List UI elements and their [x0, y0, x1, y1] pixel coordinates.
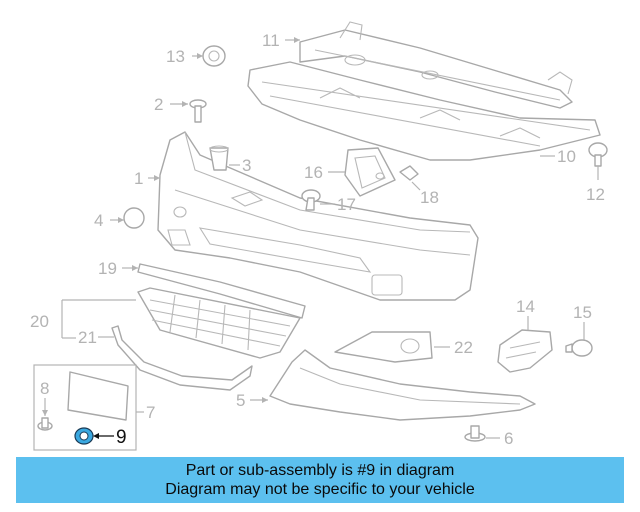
callout-9-highlighted: 9 [116, 427, 127, 448]
part-19-strip[interactable] [137, 263, 306, 319]
callout-5: 5 [236, 391, 245, 410]
callout-7: 7 [146, 403, 155, 422]
callout-22: 22 [454, 338, 473, 357]
part-3-retainer[interactable] [209, 145, 229, 171]
part-11-reinforcement-bar[interactable] [299, 21, 573, 109]
callout-labels: 11 13 2 3 1 4 16 17 18 10 12 19 20 21 22… [30, 31, 605, 448]
part-1-bumper-cover[interactable] [157, 131, 479, 301]
part-12-clip[interactable] [588, 142, 608, 167]
part-10-energy-absorber[interactable] [247, 61, 601, 161]
part-14-bracket[interactable] [497, 329, 553, 373]
leader-arrowheads [42, 37, 300, 439]
part-9-nut-highlighted[interactable] [74, 427, 94, 445]
callout-6: 6 [504, 429, 513, 448]
callout-15: 15 [573, 303, 592, 322]
callout-14: 14 [516, 297, 535, 316]
info-banner: Part or sub-assembly is #9 in diagram Di… [16, 457, 624, 503]
callout-12: 12 [586, 185, 605, 204]
part-4-cap[interactable] [123, 207, 145, 229]
part-5-spoiler[interactable] [269, 349, 536, 421]
part-2-clip[interactable] [189, 99, 207, 123]
part-22-trim[interactable] [334, 331, 433, 363]
callout-10: 10 [557, 147, 576, 166]
callout-13: 13 [166, 47, 185, 66]
callout-8: 8 [40, 379, 49, 398]
exploded-parts-diagram: 11 13 2 3 1 4 16 17 18 10 12 19 20 21 22… [30, 21, 608, 451]
callout-1: 1 [134, 169, 143, 188]
callout-17: 17 [337, 195, 356, 214]
callout-11: 11 [262, 31, 280, 50]
callout-21: 21 [78, 328, 97, 347]
banner-line-2: Diagram may not be specific to your vehi… [165, 481, 475, 498]
part-6-screw[interactable] [464, 425, 486, 442]
part-17-bolt[interactable] [301, 189, 321, 211]
part-8-bolt[interactable] [37, 417, 53, 431]
inset-box [33, 364, 137, 451]
callout-3: 3 [242, 156, 251, 175]
callout-20: 20 [30, 312, 49, 331]
callout-16: 16 [304, 163, 323, 182]
part-18-nut[interactable] [399, 165, 419, 181]
part-16-bracket[interactable] [344, 147, 396, 197]
callout-19: 19 [98, 259, 117, 278]
part-20-grille[interactable] [137, 287, 301, 359]
part-13-plug[interactable] [202, 45, 226, 67]
callout-4: 4 [94, 211, 103, 230]
callout-2: 2 [154, 95, 163, 114]
part-21-molding[interactable] [111, 325, 253, 391]
banner-line-1: Part or sub-assembly is #9 in diagram [185, 462, 455, 479]
part-7-bracket[interactable] [67, 371, 129, 421]
callout-18: 18 [420, 188, 439, 207]
part-15-clip[interactable] [565, 339, 593, 357]
